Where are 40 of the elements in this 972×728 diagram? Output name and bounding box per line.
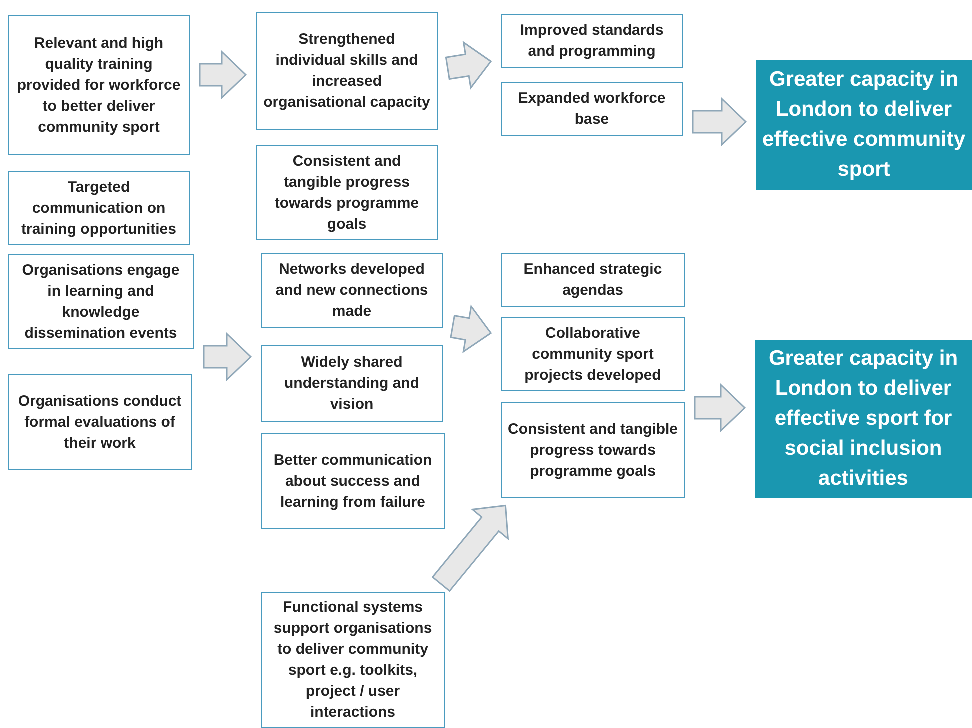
box-text: Functional systems support organisations to deliver community sport e.g. toolkits, project / user interactions (272, 598, 434, 723)
block-arrow (432, 504, 510, 592)
box-text: Expanded workforce base (517, 89, 667, 130)
box-text: Better communication about success and learning from failure (272, 450, 434, 512)
box-text: Enhanced strategic agendas (522, 260, 664, 301)
box-text: Relevant and high quality training provided for workforce to better deliver community sport (16, 34, 182, 138)
block-arrow (445, 40, 492, 90)
process-box (256, 145, 438, 240)
box-text: Collaborative community sport projects developed (524, 324, 662, 386)
outcome-box (755, 340, 972, 498)
box-text: Widely shared understanding and vision (284, 353, 420, 415)
process-box (501, 14, 683, 68)
box-text: Strengthened individual skills and increased organisational capacity (262, 30, 432, 113)
box-text: Organisations engage in learning and knowledge dissemination events (21, 260, 181, 344)
process-box (256, 12, 438, 130)
process-box (261, 345, 443, 422)
block-arrow (450, 304, 492, 354)
process-box (8, 15, 190, 155)
box-text: Greater capacity in London to deliver effective community sport (761, 67, 967, 183)
process-box (261, 253, 443, 328)
process-box (261, 592, 445, 728)
process-box (8, 171, 190, 245)
process-box (8, 374, 192, 470)
process-box (501, 402, 685, 498)
box-text: Networks developed and new connections made (274, 260, 430, 322)
block-arrow (203, 332, 252, 382)
block-arrow (199, 50, 248, 100)
block-arrow (694, 383, 746, 433)
process-box (501, 317, 685, 391)
process-box (501, 253, 685, 307)
process-box (501, 82, 683, 136)
box-text: Improved standards and programming (519, 21, 665, 62)
process-box (261, 433, 445, 529)
box-text: Consistent and tangible progress towards programme goals (507, 420, 680, 482)
box-text: Greater capacity in London to deliver effective sport for social inclusion activities (768, 346, 960, 492)
box-text: Organisations conduct formal evaluations of their work (17, 392, 183, 454)
box-text: Consistent and tangible progress towards programme goals (274, 152, 420, 234)
block-arrow (692, 97, 748, 147)
box-text: Targeted communication on training opportunities (20, 178, 178, 240)
process-box (8, 254, 194, 349)
